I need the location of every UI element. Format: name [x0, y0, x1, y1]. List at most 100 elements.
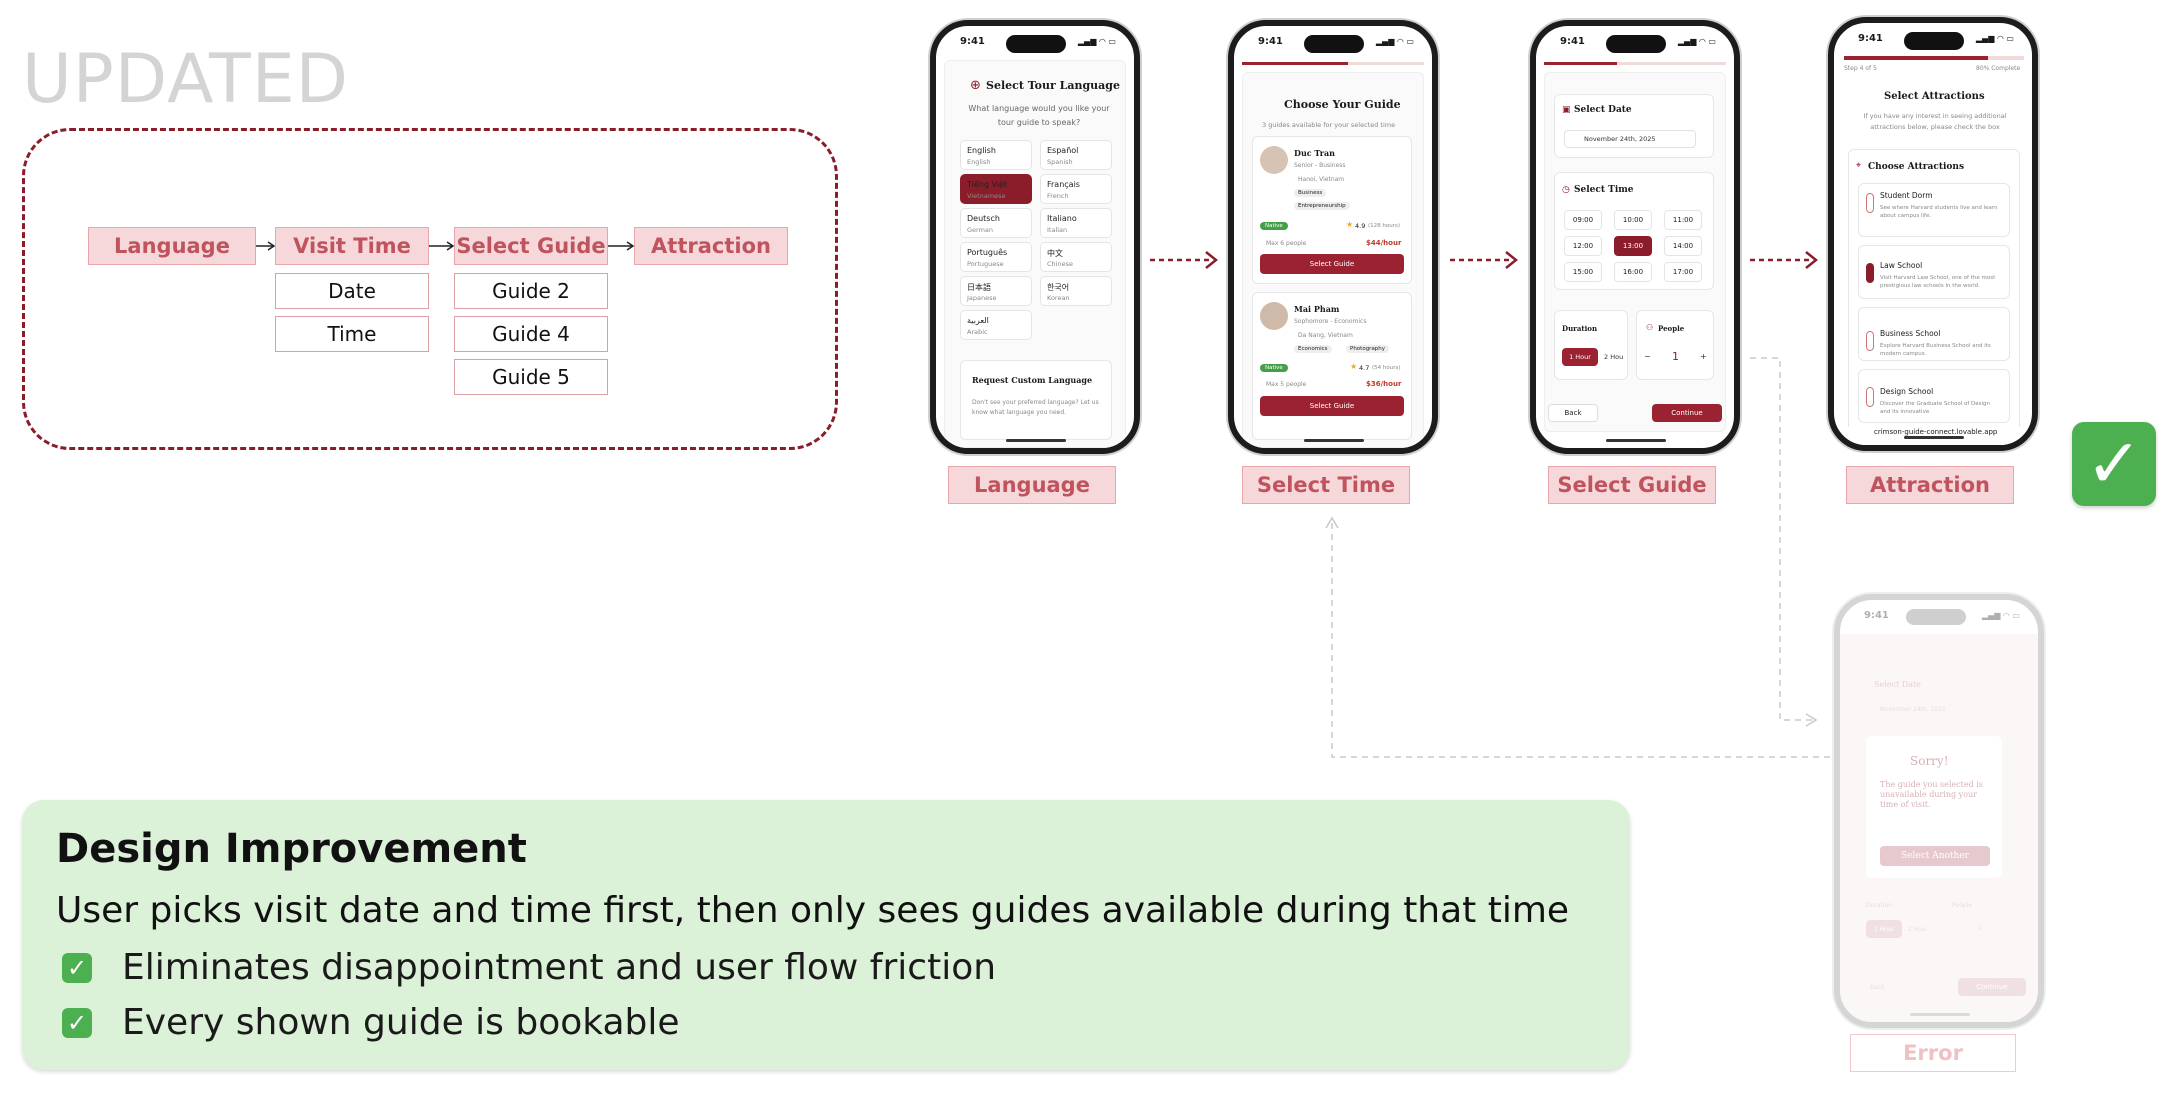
bullet-text: Every shown guide is bookable: [122, 1002, 680, 1043]
guide-rating: 4.9: [1355, 222, 1366, 230]
attraction-item[interactable]: [1858, 307, 2010, 361]
people-decrement[interactable]: −: [1644, 352, 1651, 361]
flow-container: [22, 128, 838, 450]
clock-icon: ◷: [1562, 185, 1570, 195]
improvement-panel: Design Improvement User picks visit date…: [22, 800, 1630, 1070]
progress-bar: [1544, 62, 1726, 65]
flow-step-visit-time: Visit Time: [275, 227, 429, 265]
time-slot[interactable]: 09:00: [1564, 210, 1602, 230]
language-title: Select Tour Language: [986, 79, 1120, 92]
notch: [1304, 35, 1364, 53]
flow-child-time: Time: [275, 316, 429, 352]
attraction-desc: See where Harvard students live and lear…: [1880, 205, 1998, 219]
avatar: [1260, 146, 1288, 174]
date-input[interactable]: [1564, 130, 1696, 148]
progress-fill: [1242, 62, 1348, 65]
guide-hours: (128 hours): [1368, 223, 1401, 229]
error-back: Back: [1870, 984, 1885, 991]
error-message: The guide you selected is unavailable du…: [1880, 780, 1983, 809]
improvement-bullet: ✓ Every shown guide is bookable: [62, 1005, 680, 1041]
duration-card: [1554, 310, 1628, 380]
error-background: [1840, 634, 2038, 1022]
phone-attraction-screen: 9:41 ▂▄▆ ◠ ▭ Step 4 of 5 80% Complete Se…: [1828, 17, 2038, 451]
guide-name: Duc Tran: [1294, 148, 1335, 158]
time-slot[interactable]: 16:00: [1614, 262, 1652, 282]
error-title: Sorry!: [1910, 754, 1949, 768]
guide-name: Mai Pham: [1294, 304, 1340, 314]
home-indicator: [1006, 439, 1066, 442]
attraction-checkbox[interactable]: [1866, 387, 1874, 407]
phone-time-screen: 9:41 ▂▄▆ ◠ ▭ ▣ Select Date November 24th…: [1530, 20, 1740, 454]
attraction-checkbox[interactable]: [1866, 331, 1874, 351]
tag: Photography: [1346, 345, 1390, 353]
star-icon: ★: [1350, 362, 1358, 371]
custom-language-text: Don't see your preferred language? Let u…: [972, 399, 1099, 416]
attraction-checkbox-checked[interactable]: [1866, 263, 1874, 283]
status-time: 9:41: [1864, 610, 1889, 621]
people-increment[interactable]: +: [1700, 352, 1707, 361]
time-slot-selected[interactable]: 13:00: [1614, 236, 1652, 256]
duration-option-selected[interactable]: 1 Hour: [1562, 348, 1598, 366]
time-slot[interactable]: 14:00: [1664, 236, 1702, 256]
flow-child-date: Date: [275, 273, 429, 309]
attraction-desc: Visit Harvard Law School, one of the mos…: [1880, 275, 1996, 289]
custom-language-card[interactable]: [960, 360, 1112, 440]
continue-button[interactable]: Continue: [1652, 404, 1722, 422]
select-guide-button[interactable]: Select Guide: [1260, 396, 1404, 416]
notch: [1606, 35, 1666, 53]
attraction-subtitle: If you have any interest in seeing addit…: [1863, 112, 2007, 131]
select-another-button[interactable]: Select Another: [1880, 846, 1990, 866]
time-title: Select Time: [1574, 185, 1634, 195]
guide-price: $44/hour: [1366, 239, 1402, 247]
improvement-summary: User picks visit date and time first, th…: [56, 890, 1570, 931]
flow-child-guide-4: Guide 4: [454, 316, 608, 352]
avatar: [1260, 302, 1288, 330]
attraction-desc: Explore Harvard Business School and its …: [1880, 343, 1991, 357]
screen-label-select-guide: Select Guide: [1548, 466, 1716, 504]
time-slot[interactable]: 11:00: [1664, 210, 1702, 230]
status-time: 9:41: [1258, 36, 1283, 47]
time-slot[interactable]: 12:00: [1564, 236, 1602, 256]
error-duration-label: Duration: [1866, 902, 1893, 909]
screen-label-select-time: Select Time: [1242, 466, 1410, 504]
attraction-checkbox[interactable]: [1866, 193, 1874, 213]
back-button[interactable]: Back: [1548, 404, 1598, 422]
checkmark-icon: ✓: [62, 1008, 92, 1038]
url-text: crimson-guide-connect.lovable.app: [1874, 428, 1998, 436]
time-slot[interactable]: 15:00: [1564, 262, 1602, 282]
select-guide-button[interactable]: Select Guide: [1260, 254, 1404, 274]
attraction-item[interactable]: [1858, 183, 2010, 237]
star-icon: ★: [1346, 220, 1354, 229]
people-count: 1: [1672, 350, 1679, 363]
status-icons: ▂▄▆ ◠ ▭: [1981, 611, 2020, 620]
guide-location: Hanoi, Vietnam: [1298, 176, 1345, 183]
success-check-icon: ✓: [2072, 422, 2156, 506]
progress-bar: [1242, 62, 1424, 65]
status-icons: ▂▄▆ ◠ ▭: [1375, 37, 1414, 46]
tag: Economics: [1294, 345, 1332, 353]
guide-location: Da Nang, Vietnam: [1298, 332, 1353, 339]
status-time: 9:41: [960, 36, 985, 47]
custom-language-title: Request Custom Language: [972, 375, 1093, 385]
page-heading: UPDATED: [22, 40, 350, 119]
error-bg-date: November 24th, 2025: [1880, 706, 1946, 713]
duration-option[interactable]: 2 Hou: [1604, 353, 1624, 361]
time-slot[interactable]: 10:00: [1614, 210, 1652, 230]
improvement-title: Design Improvement: [56, 826, 527, 872]
attraction-item[interactable]: [1858, 369, 2010, 423]
time-slot[interactable]: 17:00: [1664, 262, 1702, 282]
progress-bar: [1844, 56, 2024, 60]
attraction-item[interactable]: [1858, 245, 2010, 299]
